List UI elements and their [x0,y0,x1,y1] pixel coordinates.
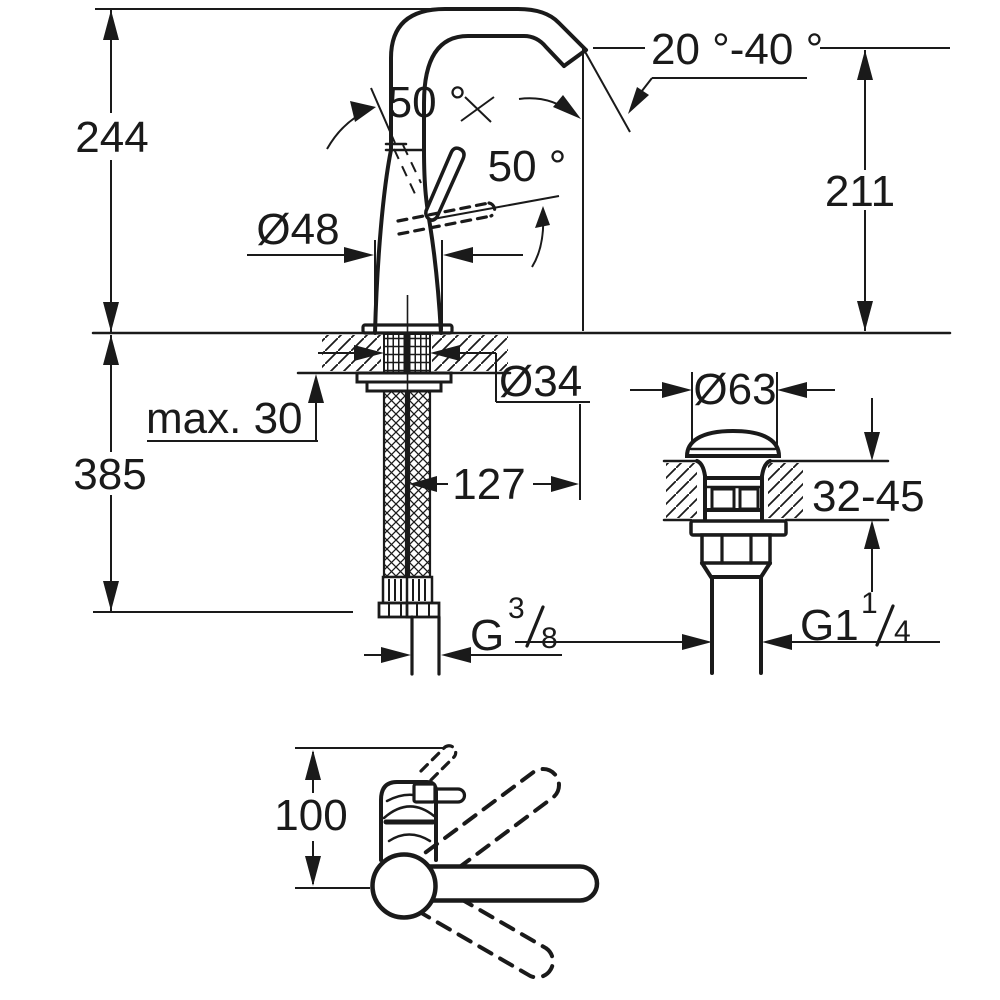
label-handle-angle-swivel: 50 ° [488,142,567,191]
label-supply-thread-numerator: 3 [508,592,525,625]
drain-thread-fraction-slash [875,604,895,647]
side-view-figure: 244 385 [73,7,952,676]
cartridge-hidden-lines [393,144,422,197]
drain-flange [689,519,788,537]
spout-swivel-range [398,767,561,980]
hose-nut-right [405,601,441,619]
label-swivel-depth: 100 [274,791,347,840]
drain-cap-dome [684,428,782,458]
dim-outlet-angle: 20 °-40 ° [518,25,950,331]
label-drain-deck-range: 32-45 [812,472,925,521]
spout-inner-edge [422,34,566,152]
dim-height-overall: 244 [75,8,445,332]
label-outlet-angle: 20 °-40 ° [651,25,823,74]
label-hose-length: 385 [73,450,146,499]
stream-direction-line [582,47,631,133]
label-max-deck: max. 30 [146,394,303,443]
drain-deck-section [662,459,890,522]
dim-swivel-depth: 100 [274,747,445,889]
supply-thread-fraction-slash [525,605,545,648]
label-base-diameter: Ø48 [256,205,339,254]
drain-overflow-window-right [738,487,760,511]
top-view-figure: 100 [274,744,600,980]
dim-handle-angle-swivel: 50 ° [432,142,567,268]
dim-shank-diameter: Ø34 [318,345,590,500]
dim-outlet-height: 211 [825,50,895,331]
body-left-edge [373,148,393,335]
dim-supply-thread: G 3 8 [364,592,562,663]
handle-pivot-plan [412,782,437,804]
drain-valve-body [684,428,788,675]
drain-valve-figure: Ø63 32-45 [515,365,940,675]
label-outlet-height: 211 [825,167,895,216]
label-drain-thread-numerator: 1 [861,587,878,620]
handle-lever [396,146,497,236]
spout-base-circle [370,852,438,920]
label-shank-diameter: Ø34 [499,357,582,406]
label-supply-thread-base: G [470,611,504,660]
top-view-body [379,744,467,862]
spout-plan [401,864,600,903]
label-handle-angle-open: 50 ° [388,78,467,127]
mounting-shank [355,333,453,393]
body-right-edge [422,148,443,335]
label-drain-cap-diameter: Ø63 [693,365,776,414]
dim-base-diameter: Ø48 [247,205,523,330]
dim-drain-deck-range: 32-45 [812,398,925,592]
spout-outer-edge [389,7,588,152]
label-drain-thread-base: G1 [800,601,859,650]
label-height-overall: 244 [75,113,148,162]
spout-plan-swivel-down [400,872,555,980]
drain-locknut [700,533,772,565]
hose-left [382,389,408,579]
label-drain-thread-denominator: 4 [894,615,911,648]
dim-handle-angle-open: 50 ° [326,78,495,150]
label-projection: 127 [452,460,525,509]
handle-rest-position [396,201,497,236]
drain-tailpipe [710,575,763,675]
shank-nut [365,380,443,393]
dim-hose-length: 385 [73,335,353,613]
dim-max-deck: max. 30 [146,374,324,443]
drain-overflow-window-left [710,487,736,511]
dim-projection: 127 [409,460,579,509]
dim-drain-cap-diameter: Ø63 [630,365,835,446]
label-supply-thread-denominator: 8 [541,622,558,655]
handle-plan [433,787,467,804]
handle-open-position [424,146,466,222]
spout-plan-swivel-up [398,767,561,899]
supply-pipe [410,615,441,676]
handle-plan-raised [419,744,458,782]
dim-drain-thread: G1 1 4 [515,587,940,650]
